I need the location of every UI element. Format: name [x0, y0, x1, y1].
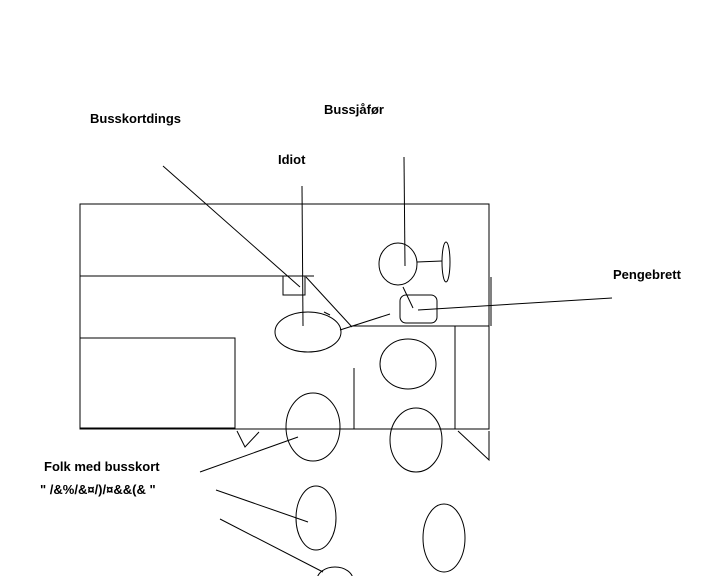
- door-notch-right: [457, 430, 490, 462]
- driver-head: [378, 242, 418, 286]
- zig-line: [339, 313, 391, 331]
- pointer-pengebrett: [417, 297, 613, 311]
- passenger-4: [295, 485, 337, 551]
- passenger-5: [422, 503, 466, 573]
- pointer-bussjafor: [403, 156, 406, 267]
- pointer-folk-3: [219, 518, 324, 573]
- bus-body: [79, 203, 490, 430]
- label-idiot: Idiot: [278, 152, 306, 167]
- door-notch-left: [236, 430, 260, 448]
- steering-wheel: [441, 241, 451, 283]
- pointer-busskortdings: [162, 165, 301, 288]
- pointer-folk-2: [215, 489, 309, 523]
- label-busskortdings: Busskortdings: [90, 111, 182, 126]
- label-folk-med-busskort: Folk med busskort: [44, 459, 160, 474]
- idiot-person: [274, 311, 342, 353]
- passenger-1: [379, 338, 437, 390]
- label-bussjafor: Bussjåfør: [324, 102, 384, 117]
- passenger-3: [389, 407, 443, 473]
- busskortdings-box: [282, 275, 306, 296]
- zig-tick: [323, 311, 331, 316]
- pointer-folk-1: [199, 436, 299, 473]
- steering-stalk: [416, 260, 443, 263]
- divider-diag: [305, 276, 353, 328]
- pointer-idiot: [301, 185, 304, 327]
- driver-to-tray: [402, 286, 414, 309]
- passenger-2: [285, 392, 341, 462]
- seat-box: [79, 337, 236, 429]
- label-pengebrett: Pengebrett: [613, 267, 681, 282]
- label-gibberish: " /&%/&¤/)/¤&&(& ": [40, 482, 156, 497]
